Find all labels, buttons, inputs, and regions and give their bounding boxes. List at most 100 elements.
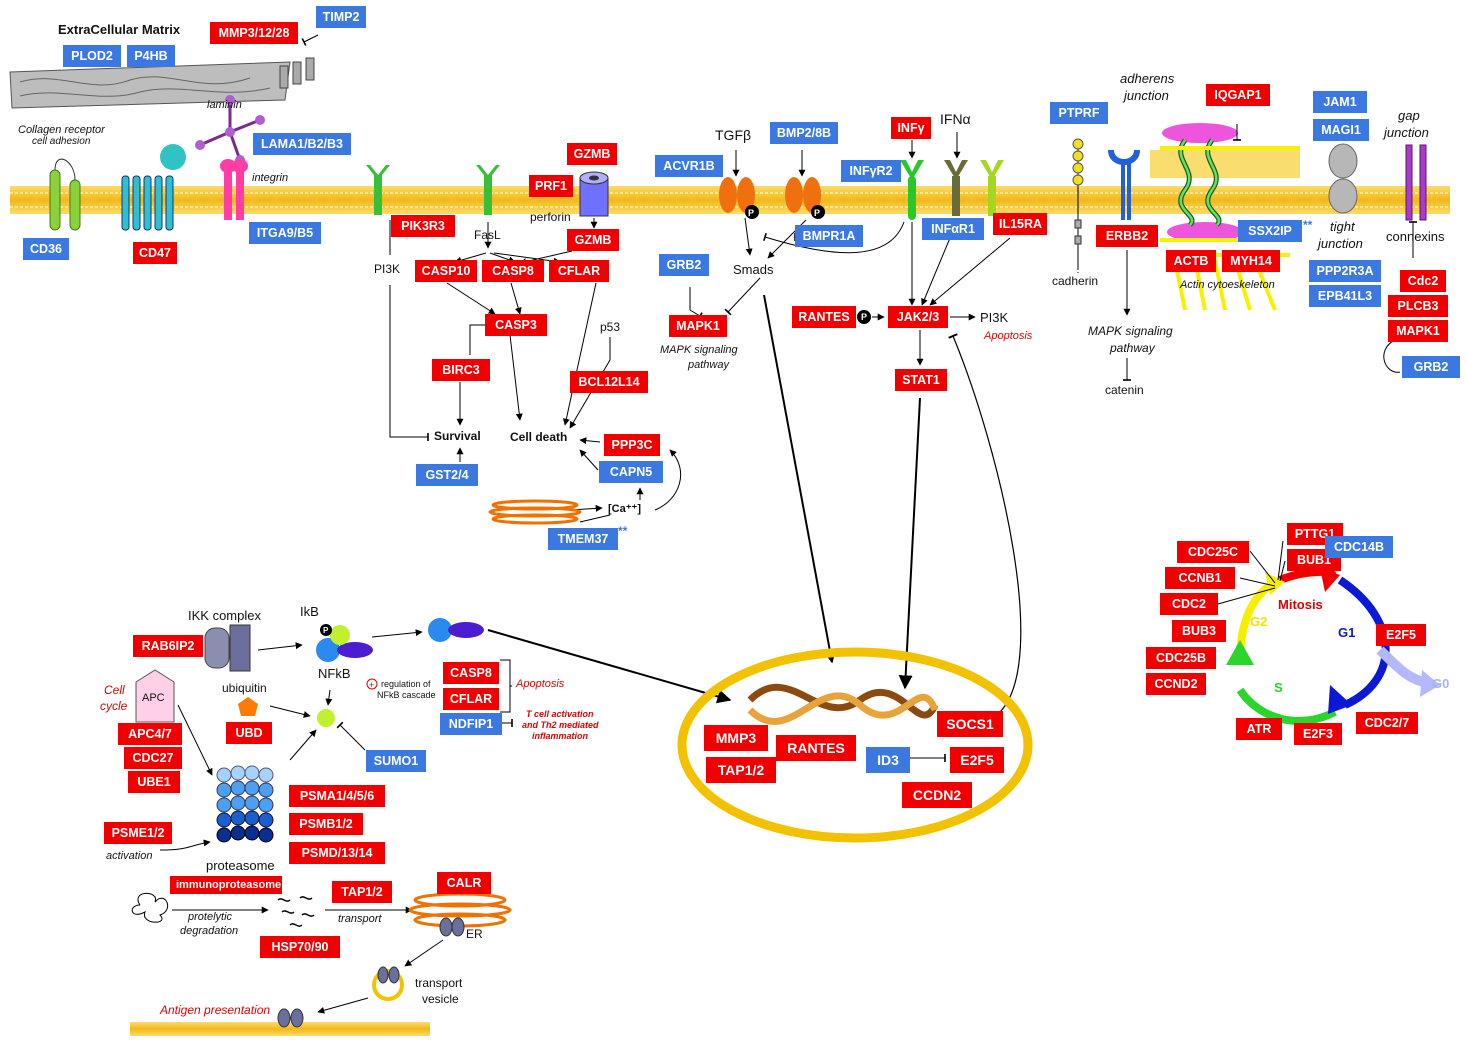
gene-box-apc47[interactable]: APC4/7 (118, 723, 182, 745)
gene-box-cdc27-cycle[interactable]: CDC2/7 (1356, 712, 1418, 734)
gene-box-plod2[interactable]: PLOD2 (63, 45, 121, 67)
gene-box-infgr2[interactable]: INFγR2 (841, 160, 901, 182)
gene-box-il15ra[interactable]: IL15RA (993, 213, 1047, 235)
gene-box-gzmb-2[interactable]: GZMB (567, 229, 619, 251)
gene-box-iqgap1[interactable]: IQGAP1 (1206, 84, 1270, 106)
g1-label: G1 (1338, 625, 1356, 640)
pi3k-label: PI3K (374, 262, 401, 276)
gene-box-mapk1-b[interactable]: MAPK1 (1388, 320, 1448, 342)
gene-box-hsp7090[interactable]: HSP70/90 (260, 936, 340, 958)
collagen-receptor-label: Collagen receptor (18, 124, 105, 136)
gene-box-casp10[interactable]: CASP10 (415, 260, 477, 282)
gene-box-cdc27[interactable]: CDC27 (124, 747, 182, 769)
gene-box-capn5[interactable]: CAPN5 (599, 461, 663, 483)
mapk-pathway-2-label: MAPK signaling (1088, 324, 1173, 338)
gene-box-mmp3[interactable]: MMP3/12/28 (210, 22, 298, 44)
ecm-fibre-icon (9, 57, 315, 109)
gene-box-ppp2r3a[interactable]: PPP2R3A (1309, 260, 1381, 282)
transport-vesicle-label-2: vesicle (422, 992, 459, 1006)
gene-box-bmp28b[interactable]: BMP2/8B (770, 122, 838, 144)
gene-box-psme[interactable]: PSME1/2 (104, 822, 172, 844)
receptor-icon (366, 165, 390, 215)
gene-box-gzmb-1[interactable]: GZMB (567, 143, 617, 165)
gene-box-myh14[interactable]: MYH14 (1222, 250, 1280, 272)
gene-box-casp8-b[interactable]: CASP8 (443, 662, 499, 684)
gene-box-pik3r3[interactable]: PIK3R3 (391, 215, 455, 237)
gene-box-ccnd2[interactable]: CCND2 (1146, 673, 1206, 695)
gene-box-tap12-nucleus[interactable]: TAP1/2 (706, 757, 776, 783)
gene-box-magi1[interactable]: MAGI1 (1313, 119, 1369, 141)
gene-box-acvr1b[interactable]: ACVR1B (655, 155, 723, 177)
gene-box-rantes-nucleus[interactable]: RANTES (776, 735, 856, 761)
gene-box-cdc14b[interactable]: CDC14B (1325, 536, 1393, 558)
gene-box-cflar-a[interactable]: CFLAR (549, 260, 609, 282)
gene-box-casp8-a[interactable]: CASP8 (482, 260, 544, 282)
gene-box-bub3[interactable]: BUB3 (1172, 620, 1226, 642)
peptides-icon (277, 896, 315, 927)
gene-box-casp3[interactable]: CASP3 (485, 314, 547, 336)
gene-box-birc3[interactable]: BIRC3 (432, 359, 490, 381)
gene-box-atr[interactable]: ATR (1236, 718, 1282, 740)
g2-label: G2 (1250, 614, 1268, 629)
gene-box-ube1[interactable]: UBE1 (128, 771, 180, 793)
gene-box-ccnb1[interactable]: CCNB1 (1165, 567, 1235, 589)
gene-box-cflar-b[interactable]: CFLAR (443, 688, 499, 710)
gene-box-jak23[interactable]: JAK2/3 (888, 306, 948, 328)
gene-box-e2f5-nucleus[interactable]: E2F5 (950, 747, 1004, 773)
gene-box-jam1[interactable]: JAM1 (1313, 91, 1367, 113)
gene-box-plcb3[interactable]: PLCB3 (1388, 295, 1448, 317)
gene-box-itga9[interactable]: ITGA9/B5 (249, 222, 321, 244)
gene-box-tap12-a[interactable]: TAP1/2 (332, 881, 392, 903)
gene-box-grb2-a[interactable]: GRB2 (659, 254, 709, 276)
gene-box-cdc2-b[interactable]: CDC2 (1160, 593, 1218, 615)
gene-box-rab6ip2[interactable]: RAB6IP2 (133, 635, 203, 657)
gene-box-gst24[interactable]: GST2/4 (416, 464, 478, 486)
bottom-membrane (130, 1022, 430, 1036)
gene-box-e2f5-cycle[interactable]: E2F5 (1376, 624, 1426, 646)
gene-box-sumo1[interactable]: SUMO1 (366, 750, 426, 772)
gene-box-timp2[interactable]: TIMP2 (316, 6, 366, 28)
gene-box-epb41l3[interactable]: EPB41L3 (1309, 285, 1381, 307)
gene-box-immunoproteasome[interactable]: immunoproteasome (170, 876, 282, 894)
gene-box-mapk1-a[interactable]: MAPK1 (669, 315, 727, 337)
gene-box-stat1[interactable]: STAT1 (895, 369, 947, 391)
gene-box-e2f3[interactable]: E2F3 (1294, 723, 1342, 745)
gene-box-id3[interactable]: ID3 (866, 747, 910, 773)
gene-box-rantes-1[interactable]: RANTES (792, 306, 856, 328)
gene-box-ppp3c[interactable]: PPP3C (604, 434, 660, 456)
gene-box-socs1[interactable]: SOCS1 (937, 711, 1003, 737)
gene-box-bcl12l14[interactable]: BCL12L14 (570, 371, 648, 393)
ikk-label: IKK complex (188, 608, 261, 623)
gene-box-tmem37[interactable]: TMEM37 (548, 528, 618, 550)
gene-box-cdc25b[interactable]: CDC25B (1146, 647, 1216, 669)
gene-box-erbb2[interactable]: ERBB2 (1096, 225, 1158, 247)
gene-box-cdc2-a[interactable]: Cdc2 (1400, 270, 1446, 292)
gene-box-ndfip1[interactable]: NDFIP1 (440, 713, 502, 735)
gene-box-cd47[interactable]: CD47 (133, 242, 177, 264)
gene-box-psmd[interactable]: PSMD/13/14 (289, 842, 385, 864)
gene-box-mmp3-nucleus[interactable]: MMP3 (704, 725, 768, 751)
gene-box-infg[interactable]: INFγ (891, 117, 931, 139)
gene-box-bmpr1a[interactable]: BMPR1A (795, 225, 863, 247)
gene-box-calr[interactable]: CALR (437, 872, 491, 894)
proteasome-icon (216, 765, 274, 843)
gene-box-ptprf[interactable]: PTPRF (1050, 102, 1108, 124)
gene-box-prf1[interactable]: PRF1 (529, 175, 573, 197)
gene-box-psmb[interactable]: PSMB1/2 (289, 813, 363, 835)
gene-box-lama1[interactable]: LAMA1/B2/B3 (253, 133, 351, 155)
gene-box-psma[interactable]: PSMA1/4/5/6 (289, 785, 385, 807)
gene-box-infar1[interactable]: INFαR1 (922, 218, 984, 240)
gene-box-actb[interactable]: ACTB (1166, 250, 1216, 272)
mapk-pathway-label-2: pathway (688, 359, 729, 371)
gene-box-cd36[interactable]: CD36 (23, 238, 69, 260)
gene-box-cdc25c[interactable]: CDC25C (1177, 541, 1249, 563)
gene-box-ssx2ip[interactable]: SSX2IP (1238, 220, 1302, 242)
gene-box-ubd[interactable]: UBD (226, 722, 272, 744)
ifn-receptor-icon (900, 160, 1004, 220)
gene-box-grb2-b[interactable]: GRB2 (1402, 356, 1460, 378)
gene-box-p4hb[interactable]: P4HB (127, 45, 175, 67)
catenin-label: catenin (1105, 383, 1144, 397)
transport-label: transport (338, 913, 382, 925)
gene-box-ccdn2[interactable]: CCDN2 (902, 782, 972, 808)
